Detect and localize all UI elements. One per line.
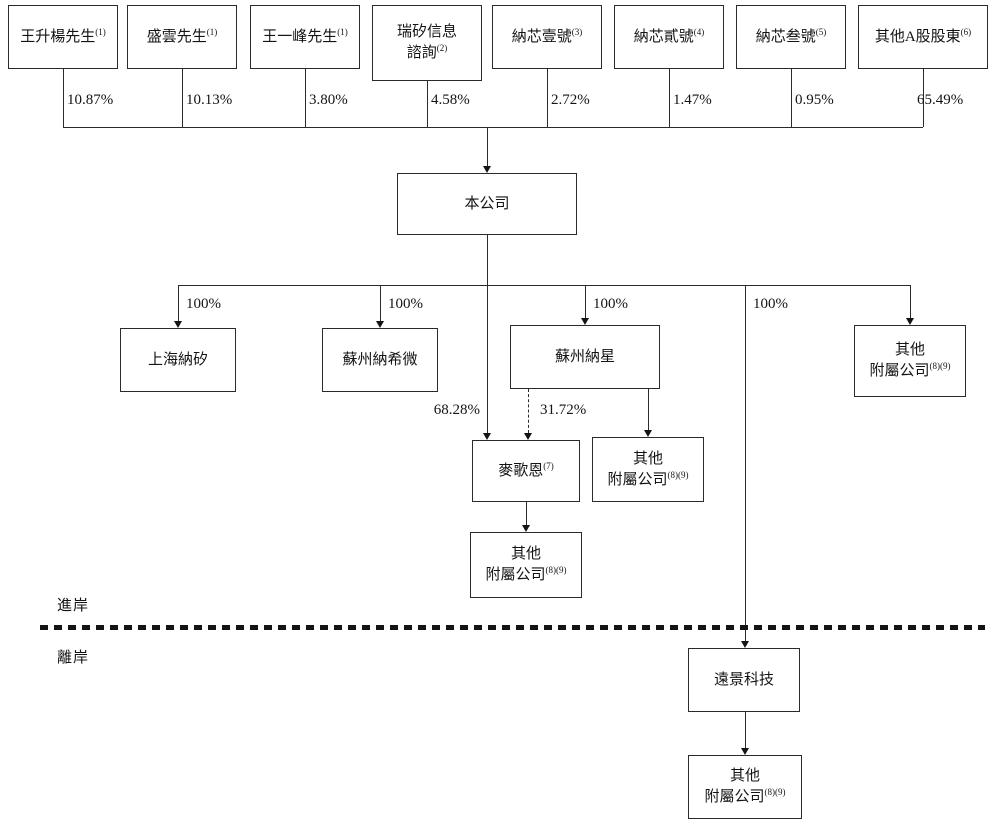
arrow-down-icon	[174, 321, 182, 328]
connector-line	[380, 285, 381, 321]
region-label-offshore: 離岸	[57, 650, 90, 666]
subsidiary-name: 其他 附屬公司	[485, 546, 546, 583]
connector-line	[182, 69, 183, 127]
footnote-sup: (5)	[815, 26, 827, 37]
subsidiary-name: 其他 附屬公司	[607, 450, 668, 488]
ownership-pct: 31.72%	[540, 402, 587, 418]
ownership-pct: 100%	[388, 296, 423, 312]
subsidiary-box-other-subsidiaries-naxing: 其他 附屬公司(8)(9)	[592, 437, 704, 502]
shareholder-box-other-a-share: 其他A股股東(6)	[858, 5, 988, 69]
shareholder-box-naxin3: 納芯叁號(5)	[736, 5, 846, 69]
connector-line	[585, 285, 586, 318]
shareholder-name: 納芯貳號	[633, 28, 694, 45]
subsidiary-box-other-subsidiaries-right: 其他 附屬公司(8)(9)	[854, 325, 966, 397]
shareholder-name: 納芯壹號	[511, 28, 572, 45]
region-label-onshore: 進岸	[57, 598, 90, 614]
footnote-sup: (6)	[960, 26, 972, 37]
footnote-sup: (1)	[337, 26, 348, 37]
subsidiary-box-yuanjing: 遠景科技	[688, 648, 800, 712]
arrow-down-icon	[741, 748, 749, 755]
subsidiary-name: 遠景科技	[713, 671, 774, 688]
subsidiary-box-magen: 麥歌恩(7)	[472, 440, 580, 502]
connector-line	[63, 127, 923, 128]
company-box: 本公司	[397, 173, 577, 235]
footnote-sup: (7)	[543, 460, 554, 471]
shareholder-name: 王一峰先生	[262, 28, 338, 45]
connector-line	[745, 285, 746, 641]
connector-line	[923, 69, 924, 127]
connector-line	[487, 285, 488, 433]
ownership-pct: 0.95%	[795, 92, 834, 108]
ownership-pct: 10.87%	[67, 92, 114, 108]
arrow-down-icon	[524, 433, 532, 440]
connector-line	[178, 285, 179, 321]
arrow-down-icon	[741, 641, 749, 648]
footnote-sup: (8)(9)	[667, 469, 689, 480]
connector-line-dashed	[528, 389, 529, 433]
subsidiary-box-suzhou-naxing: 蘇州納星	[510, 325, 660, 389]
shareholder-box-ruixi: 瑞矽信息 諮詢(2)	[372, 5, 482, 81]
connector-line	[487, 235, 488, 285]
footnote-sup: (8)(9)	[929, 361, 951, 371]
footnote-sup: (2)	[436, 43, 448, 53]
connector-line	[178, 285, 910, 286]
ownership-pct: 100%	[593, 296, 628, 312]
subsidiary-name: 其他 附屬公司	[869, 342, 930, 379]
ownership-pct: 68.28%	[433, 402, 480, 418]
arrow-down-icon	[483, 166, 491, 173]
ownership-pct: 4.58%	[431, 92, 470, 108]
connector-line	[526, 502, 527, 525]
arrow-down-icon	[376, 321, 384, 328]
onshore-offshore-divider	[40, 625, 985, 630]
shareholder-name: 王升楊先生	[20, 28, 96, 45]
ownership-pct: 10.13%	[186, 92, 233, 108]
connector-line	[648, 389, 649, 430]
arrow-down-icon	[483, 433, 491, 440]
shareholder-box-wangshengyang: 王升楊先生(1)	[8, 5, 118, 69]
subsidiary-name: 其他 附屬公司	[704, 768, 765, 805]
shareholder-name: 納芯叁號	[755, 28, 816, 45]
footnote-sup: (4)	[693, 26, 705, 37]
subsidiary-box-suzhou-naxiwei: 蘇州納希微	[322, 328, 438, 392]
company-name: 本公司	[464, 195, 510, 212]
footnote-sup: (1)	[206, 26, 218, 37]
shareholder-name: 其他A股股東	[874, 28, 961, 45]
ownership-pct: 65.49%	[917, 92, 964, 108]
connector-line	[791, 69, 792, 127]
arrow-down-icon	[522, 525, 530, 532]
connector-line	[305, 69, 306, 127]
shareholder-box-naxin1: 納芯壹號(3)	[492, 5, 602, 69]
arrow-down-icon	[906, 318, 914, 325]
connector-line	[745, 712, 746, 748]
ownership-pct: 100%	[753, 296, 788, 312]
footnote-sup: (1)	[95, 26, 106, 37]
ownership-pct: 3.80%	[309, 92, 348, 108]
connector-line	[547, 69, 548, 127]
subsidiary-name: 麥歌恩	[498, 462, 544, 479]
connector-line	[487, 127, 488, 166]
arrow-down-icon	[644, 430, 652, 437]
ownership-pct: 2.72%	[551, 92, 590, 108]
subsidiary-name: 上海納矽	[147, 351, 208, 368]
subsidiary-name: 蘇州納星	[554, 348, 615, 365]
connector-line	[669, 69, 670, 127]
shareholder-name: 盛雲先生	[146, 28, 207, 45]
shareholder-box-shengyun: 盛雲先生(1)	[127, 5, 237, 69]
subsidiary-name: 蘇州納希微	[342, 351, 418, 368]
ownership-pct: 100%	[186, 296, 221, 312]
arrow-down-icon	[581, 318, 589, 325]
connector-line	[910, 285, 911, 318]
shareholder-box-wangyifeng: 王一峰先生(1)	[250, 5, 360, 69]
subsidiary-box-other-subsidiaries-yuanjing: 其他 附屬公司(8)(9)	[688, 755, 802, 819]
footnote-sup: (8)(9)	[545, 565, 567, 575]
footnote-sup: (3)	[571, 26, 583, 37]
connector-line	[427, 81, 428, 127]
shareholder-box-naxin2: 納芯貳號(4)	[614, 5, 724, 69]
shareholder-name: 瑞矽信息 諮詢	[396, 24, 457, 61]
subsidiary-box-shanghai-naxi: 上海納矽	[120, 328, 236, 392]
connector-line	[63, 69, 64, 127]
subsidiary-box-other-subsidiaries-magen: 其他 附屬公司(8)(9)	[470, 532, 582, 598]
ownership-pct: 1.47%	[673, 92, 712, 108]
footnote-sup: (8)(9)	[764, 787, 786, 797]
